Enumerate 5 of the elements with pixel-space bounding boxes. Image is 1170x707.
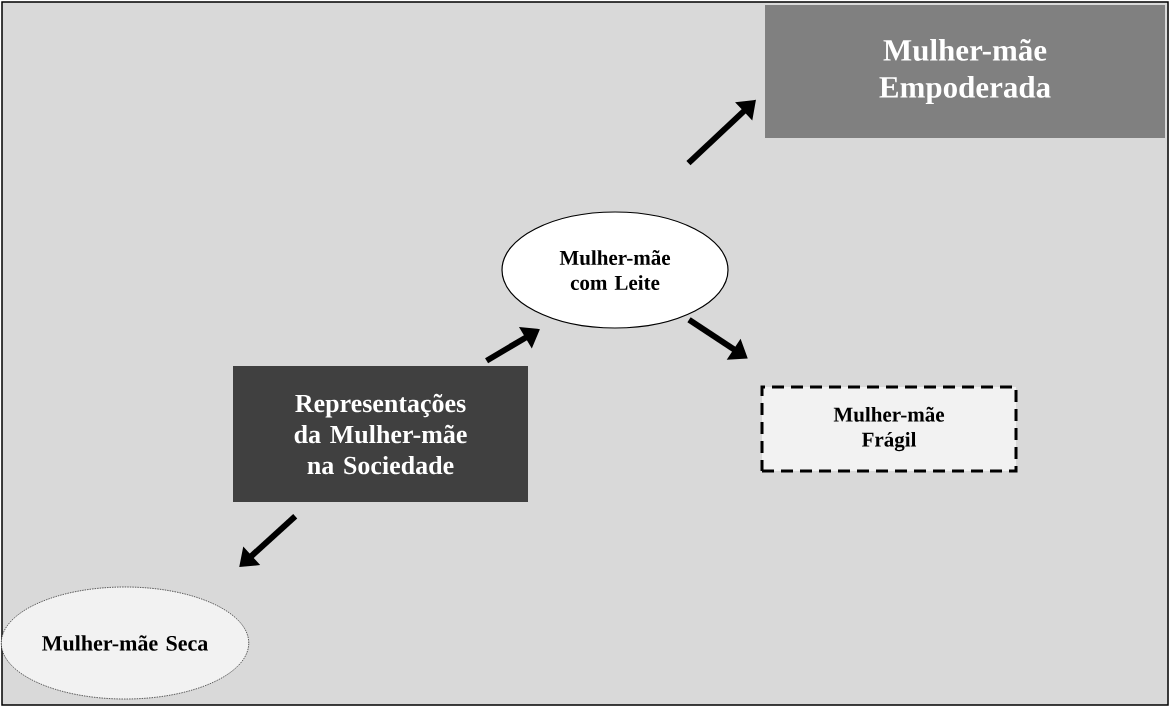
dotted-oval: Mulher-mãe Seca [0,586,250,700]
dark-box: Representações da Mulher-mãe na Sociedade [233,366,528,502]
dashed-box: Mulher-mãe Frágil [760,385,1018,473]
oval: Mulher-mãe com Leite [501,211,729,329]
title-box: Mulher-mãe Empoderada [765,5,1165,138]
